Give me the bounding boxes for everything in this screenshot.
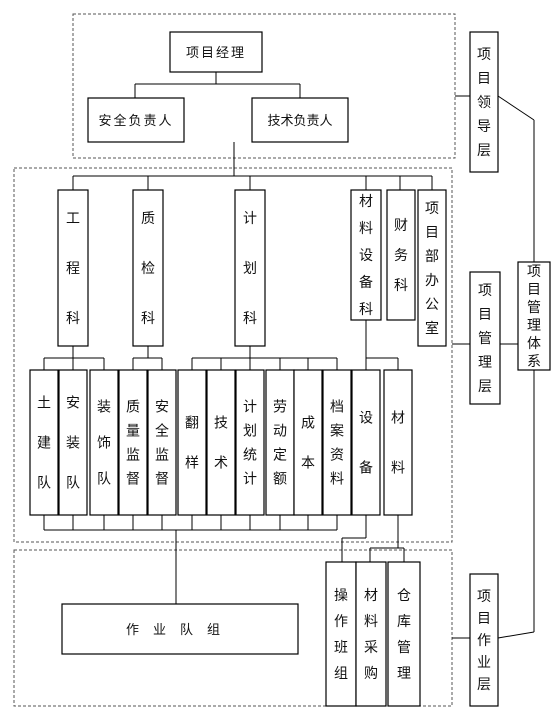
quality-supervision-label: 质量监督 — [126, 400, 140, 488]
plan-statistics-label: 计划统计 — [243, 400, 257, 488]
operation-region — [13, 549, 453, 707]
drawing-label: 翻样 — [185, 416, 199, 472]
quality-box: 质检科 — [132, 189, 164, 347]
engineering-box: 工程科 — [57, 189, 89, 347]
civil-team-box: 土建队 — [29, 369, 59, 516]
materials-equipment-label: 材料设备科 — [359, 194, 373, 318]
archives-box: 档案资料 — [322, 369, 352, 516]
finance-box: 财务科 — [386, 189, 416, 321]
leadership-region — [72, 13, 456, 159]
quality-supervision-box: 质量监督 — [118, 369, 148, 516]
labor-quota-box: 劳动定额 — [265, 369, 295, 516]
technical-label: 技术 — [214, 416, 228, 472]
manager-label: 项目经理 — [186, 46, 246, 61]
leadership-layer-box: 项目领导层 — [469, 31, 499, 173]
warehouse-box: 仓库管理 — [387, 561, 421, 707]
safety-lead-label: 安全负责人 — [98, 113, 173, 129]
tech-lead-box: 技术负责人 — [251, 97, 349, 143]
install-team-box: 安装队 — [58, 369, 88, 516]
management-layer-label: 项目管理层 — [478, 283, 492, 395]
leadership-layer-label: 项目领导层 — [477, 47, 491, 159]
technical-box: 技术 — [206, 369, 236, 516]
op-squad-box: 操作班组 — [325, 561, 357, 707]
planning-box: 计划科 — [234, 189, 266, 347]
tech-lead-label: 技术负责人 — [267, 114, 332, 129]
safety-supervision-label: 安全监督 — [155, 400, 169, 488]
management-layer-box: 项目管理层 — [469, 271, 501, 405]
work-teams-label: 作业队组 — [126, 623, 234, 638]
install-team-label: 安装队 — [66, 396, 80, 492]
cost-box: 成本 — [293, 369, 323, 516]
procurement-box: 材料采购 — [355, 561, 387, 707]
civil-team-label: 土建队 — [37, 396, 51, 492]
system-layer-label: 项目管理体系 — [527, 264, 541, 370]
plan-statistics-box: 计划统计 — [235, 369, 265, 516]
archives-label: 档案资料 — [330, 400, 344, 488]
engineering-label: 工程科 — [66, 211, 80, 327]
decoration-team-box: 装饰队 — [89, 369, 119, 516]
labor-quota-label: 劳动定额 — [273, 400, 287, 488]
material-label: 材料 — [391, 411, 405, 477]
safety-supervision-box: 安全监督 — [147, 369, 177, 516]
system-layer-box: 项目管理体系 — [517, 261, 551, 371]
equipment-label: 设备 — [359, 411, 373, 477]
manager-box: 项目经理 — [169, 31, 263, 73]
materials-equipment-box: 材料设备科 — [350, 189, 382, 321]
operation-layer-label: 项目作业层 — [477, 589, 491, 693]
operation-layer-box: 项目作业层 — [469, 573, 499, 707]
management-region — [13, 167, 453, 543]
office-box: 项目部办公室 — [417, 189, 447, 347]
work-teams-box: 作业队组 — [61, 603, 299, 655]
drawing-box: 翻样 — [177, 369, 207, 516]
procurement-label: 材料采购 — [364, 588, 378, 682]
cost-label: 成本 — [301, 416, 315, 472]
equipment-box: 设备 — [351, 369, 381, 516]
op-squad-label: 操作班组 — [334, 588, 348, 682]
warehouse-label: 仓库管理 — [397, 588, 411, 682]
finance-label: 财务科 — [394, 218, 408, 294]
quality-label: 质检科 — [141, 211, 155, 327]
office-label: 项目部办公室 — [425, 201, 439, 337]
material-box: 材料 — [383, 369, 413, 516]
safety-lead-box: 安全负责人 — [87, 97, 185, 143]
planning-label: 计划科 — [243, 211, 257, 327]
decoration-team-label: 装饰队 — [97, 400, 111, 488]
connector-lines — [43, 72, 535, 639]
